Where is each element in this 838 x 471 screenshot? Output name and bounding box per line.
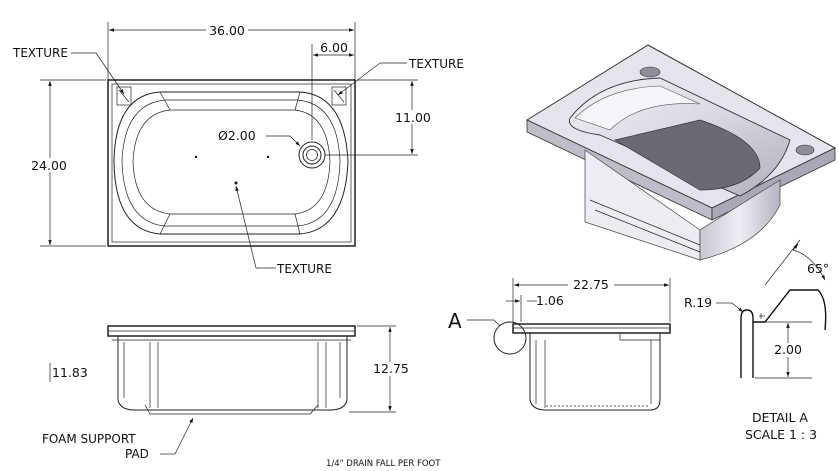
detail-a-flange-profile — [740, 309, 754, 378]
tub-rim-side — [512, 323, 671, 334]
texture-label-bottom: TEXTURE — [276, 262, 332, 276]
drain-fall-note: 1/4" DRAIN FALL PER FOOT — [326, 459, 441, 469]
side-width-dim-text: 22.75 — [573, 277, 609, 292]
detail-a-title: DETAIL A — [752, 410, 808, 425]
flange-dim-text: 1.06 — [536, 293, 564, 308]
drain-offset-dimension-text: 11.00 — [395, 110, 431, 125]
detail-height-dim-text: 2.00 — [774, 342, 802, 357]
foam-support-pad — [144, 404, 319, 415]
depth-dimension-text: 24.00 — [31, 158, 67, 173]
detail-a-scale: SCALE 1 : 3 — [745, 427, 817, 442]
detail-radius-text: R.19 — [684, 295, 712, 310]
detail-a-view: R.19 65° 2.00 DETAIL A SCALE 1 : 3 — [684, 239, 829, 442]
detail-a-callout-letter: A — [448, 309, 462, 333]
width-dimension-text: 36.00 — [209, 23, 245, 38]
side-view: 22.75 1.06 A — [448, 277, 671, 411]
top-view: 36.00 6.00 24.00 11.00 — [12, 22, 464, 276]
tub-bowl-outline — [113, 91, 349, 235]
tub-outer-rim — [107, 79, 356, 247]
detail-a-callout-circle — [493, 321, 527, 355]
tub-body-front — [117, 336, 348, 411]
offset-dimension-text: 6.00 — [320, 40, 348, 55]
drain-icon — [298, 141, 326, 169]
front-height-dim-left-text: 11.83 — [52, 365, 88, 380]
detail-angle-text: 65° — [807, 261, 829, 276]
drain-diameter-text: Ø2.00 — [218, 128, 256, 143]
tub-floor-iso — [614, 119, 761, 191]
front-view: 11.83 12.75 FOAM SUPPORT PAD 1/4" DRAIN … — [42, 325, 441, 469]
texture-label-top-left: TEXTURE — [12, 46, 68, 60]
texture-label-top-right: TEXTURE — [408, 57, 464, 71]
tub-body-side — [529, 333, 661, 411]
foam-support-label-line1: FOAM SUPPORT — [42, 432, 136, 446]
foam-support-label-line2: PAD — [125, 447, 149, 461]
front-height-dim-right-text: 12.75 — [373, 361, 409, 376]
isometric-view — [525, 44, 837, 261]
